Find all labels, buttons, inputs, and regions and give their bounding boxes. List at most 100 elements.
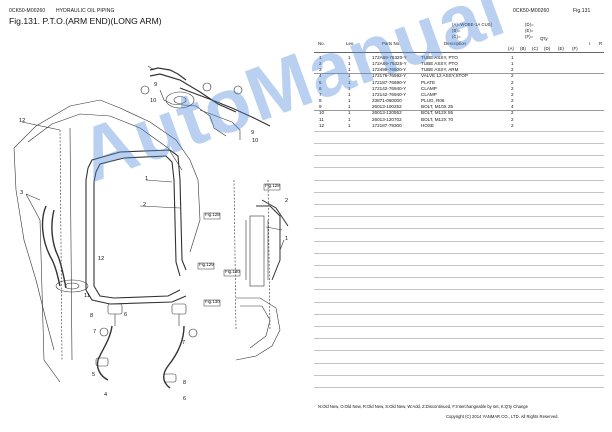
row-qty-a: 2	[511, 79, 514, 85]
stop-valve-4a	[107, 303, 123, 315]
row-qty-a: 2	[511, 110, 514, 116]
callout-1b: 1	[285, 236, 289, 242]
callout-2: 2	[143, 202, 147, 208]
callout-1: 1	[145, 176, 149, 182]
row-lev: 1	[348, 98, 351, 104]
row-description: BOLT, M12X 70	[421, 116, 454, 122]
callout-4: 4	[104, 392, 108, 398]
stop-valve-4b	[171, 303, 187, 315]
figure-number: Fig.131	[573, 8, 591, 14]
row-part-no: 26013-120702	[372, 116, 402, 122]
row-part-no: 172187-76690-Y	[372, 79, 407, 85]
group-rule	[314, 72, 604, 74]
arm-pivot-boss	[55, 279, 89, 293]
row-part-no: 172142-76940-Y	[372, 85, 407, 91]
row-lev: 1	[348, 110, 351, 116]
row-lev: 1	[348, 104, 351, 110]
clamp-lower-1	[95, 357, 109, 367]
top-pipe-2	[149, 73, 237, 113]
row-qty-a: 2	[511, 73, 514, 79]
callout-circle-a	[140, 85, 150, 95]
blank-row-rule	[314, 130, 604, 132]
hose-left-1	[41, 205, 61, 287]
fig128-label[interactable]: Fig.128	[205, 212, 220, 217]
row-qty-a: 1	[511, 55, 514, 60]
row-description: VALVE 12 ASSY,STOP	[421, 73, 468, 79]
row-lev: 1	[348, 67, 351, 73]
qty-col-e: (E)	[558, 46, 564, 51]
blank-row-rule	[314, 191, 604, 193]
fig130-ref-box-2	[203, 299, 221, 307]
callout-circle-b	[202, 82, 212, 92]
fig130-ref-box	[223, 269, 241, 277]
qty-col-f: (F)	[572, 46, 578, 51]
blank-row-rule	[314, 350, 604, 352]
blank-row-rule	[314, 228, 604, 230]
tube-assy-arm-1	[85, 167, 187, 305]
condition-a: (A)=WOBE-1A CUS)	[452, 22, 493, 27]
blank-row-rule	[314, 265, 604, 266]
condition-d: (D)=	[525, 22, 534, 27]
row-part-no: 172A69-76320-Y	[372, 55, 407, 60]
blank-row-rule	[314, 252, 604, 254]
row-no: 8	[319, 98, 322, 104]
row-qty-a: 4	[511, 104, 514, 110]
blank-row-rule	[314, 204, 604, 205]
row-description: TUBE ASSY, PTO	[421, 61, 458, 67]
row-description: TUBE ASSY, PTO	[421, 55, 458, 60]
col-qty: Q'ty	[540, 36, 548, 41]
row-part-no: 172A69-76325-Y	[372, 61, 407, 67]
callout-5: 5	[92, 372, 96, 378]
row-description: PLUG, R06	[421, 98, 445, 104]
clamp-lower-2	[163, 373, 177, 383]
row-description: BOLT, M12X 55	[421, 110, 454, 116]
row-lev: 1	[348, 61, 351, 67]
blank-row-rule	[314, 216, 604, 218]
blank-row-rule	[314, 289, 604, 291]
condition-f: (F)=	[525, 34, 534, 39]
fig130-label-2[interactable]: Fig.130	[205, 299, 220, 304]
row-part-no: 172176-76592-Y	[372, 73, 407, 79]
row-qty-a: 2	[511, 122, 514, 128]
callout-2b: 2	[285, 198, 289, 204]
fig129-ref-box	[197, 262, 215, 270]
row-no: 9	[319, 104, 322, 110]
callout-6b: 6	[183, 396, 187, 402]
row-qty-a: 2	[511, 116, 514, 122]
blank-row-rule	[314, 167, 604, 169]
fig130-label[interactable]: Fig.130	[225, 269, 240, 274]
blank-row-rule	[314, 338, 604, 340]
row-part-no: 26013-120552	[372, 110, 402, 116]
callout-10b: 10	[252, 138, 259, 144]
row-lev: 1	[348, 79, 351, 85]
hose-lower-1	[96, 325, 113, 381]
qty-col-c: (C)	[532, 46, 539, 51]
callout-3: 3	[20, 190, 24, 196]
section-title: HYDRAULIC OIL PIPING	[56, 8, 115, 14]
row-description: HOSE	[421, 122, 435, 128]
fig128-label-2[interactable]: Fig.128	[265, 183, 280, 188]
col-part-no: Parts No.	[382, 41, 401, 46]
fig128-ref-box	[203, 212, 221, 220]
blank-row-rule	[314, 143, 604, 144]
row-part-no: 172187-79300	[372, 122, 402, 128]
row-lev: 1	[348, 73, 351, 79]
col-lev: Lev.	[346, 41, 354, 46]
tube-assy-pto-2	[95, 155, 181, 277]
row-no: 5	[319, 79, 322, 85]
group-rule	[314, 109, 604, 111]
col-i: I	[589, 41, 591, 46]
row-qty-a: 2	[511, 91, 514, 97]
row-no: 2	[319, 61, 322, 67]
row-qty-a: 2	[511, 85, 514, 91]
fig129-label[interactable]: Fig.129	[199, 262, 214, 267]
row-part-no: 23871-060000	[372, 98, 402, 104]
callout-12a: 12	[19, 118, 26, 124]
callout-11: 11	[84, 293, 90, 299]
